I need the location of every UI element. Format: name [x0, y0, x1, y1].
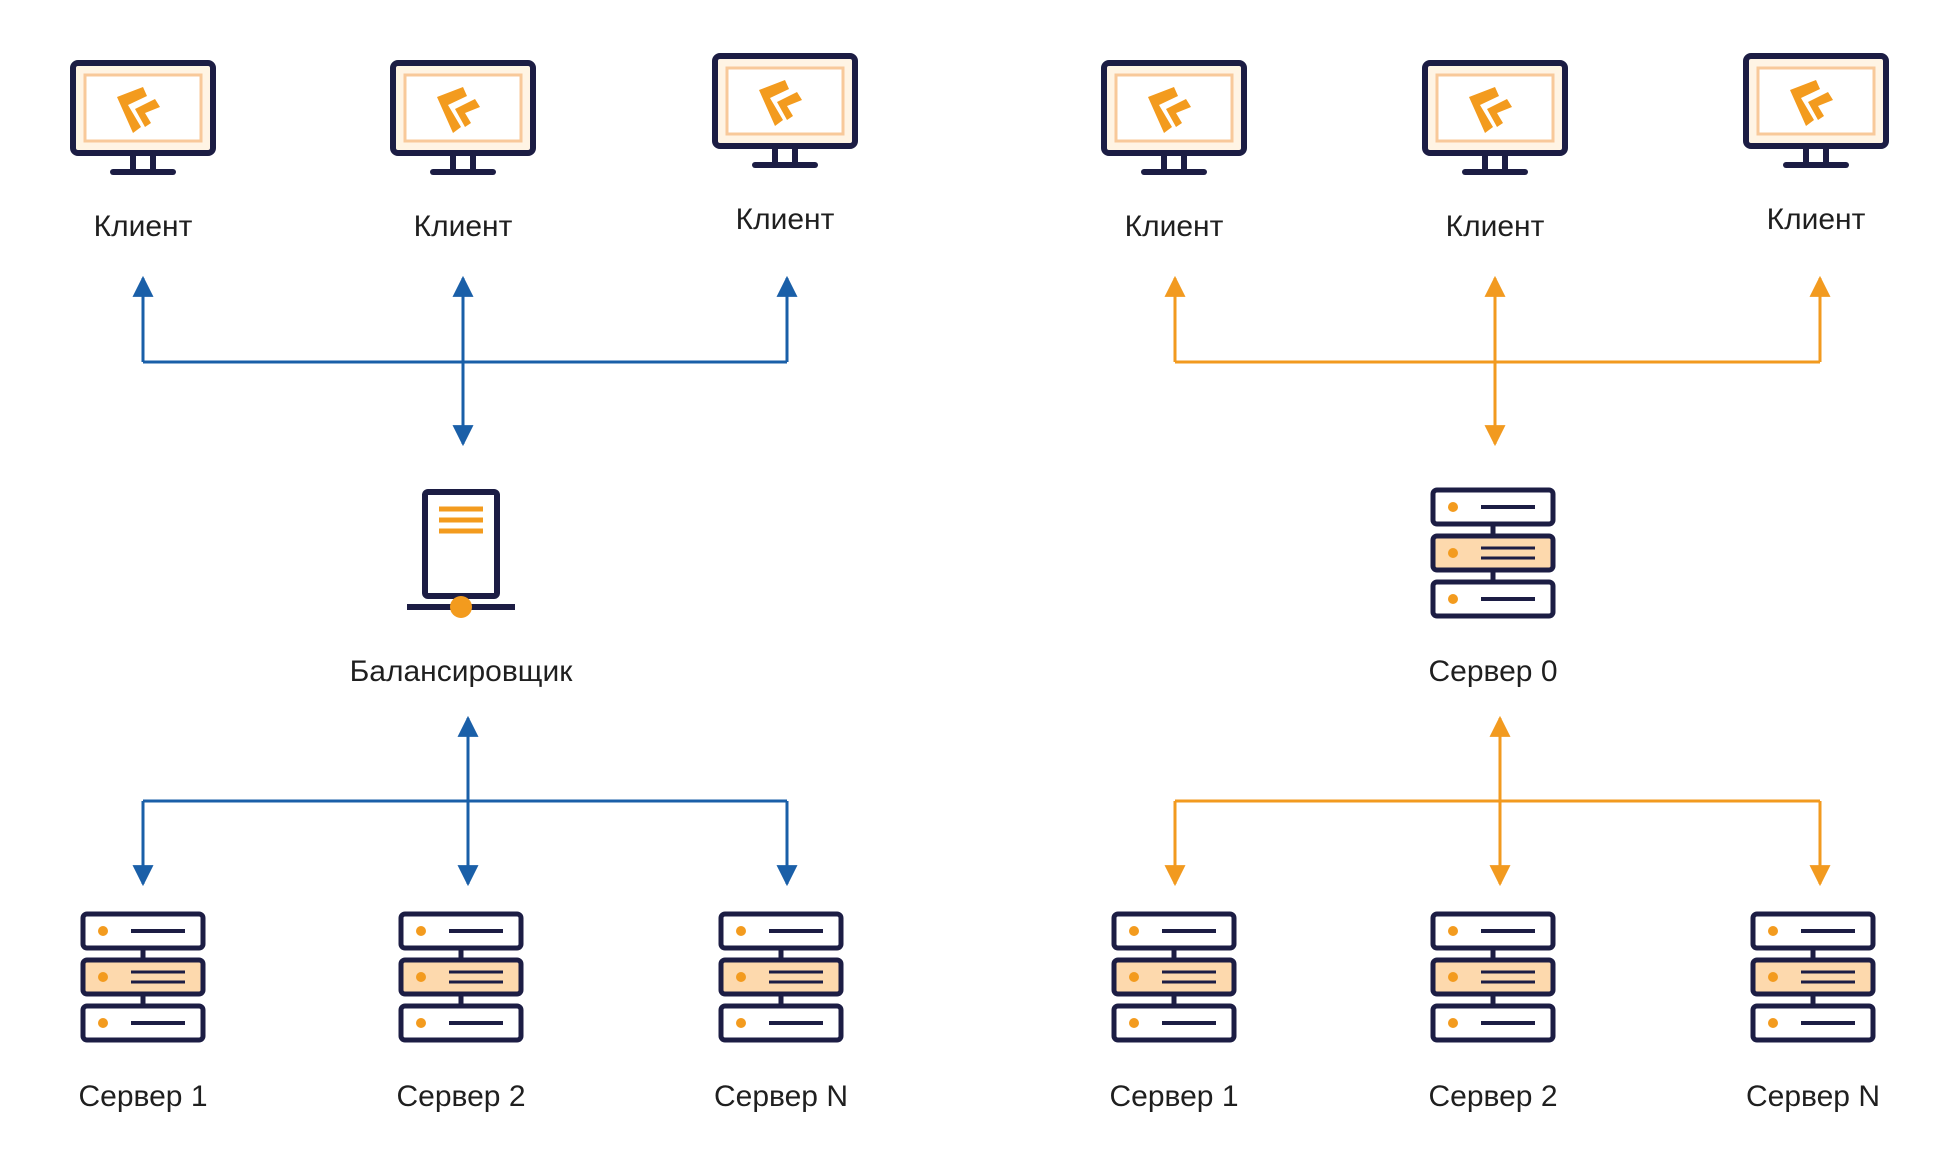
left-balancer: Балансировщик — [350, 492, 574, 688]
left-client-connectors — [132, 275, 798, 447]
right-server-2: Сервер 2 — [1428, 914, 1558, 1113]
right-server-1: Сервер 1 — [1109, 914, 1239, 1113]
server-rack-icon — [1433, 490, 1553, 616]
client-label: Клиент — [414, 210, 513, 243]
client-label: Клиент — [1125, 210, 1224, 243]
client-label: Клиент — [736, 203, 835, 236]
client-label: Клиент — [94, 210, 193, 243]
left-client-1: Клиент — [73, 63, 213, 243]
client-label: Клиент — [1446, 210, 1545, 243]
left-server-2: Сервер 2 — [396, 914, 526, 1113]
left-client-2: Клиент — [393, 63, 533, 243]
server-label: Сервер N — [714, 1080, 848, 1113]
monitor-logo-icon — [1746, 56, 1886, 165]
server-rack-icon — [1114, 914, 1234, 1040]
load-balancer-icon — [407, 492, 515, 618]
client-label: Клиент — [1767, 203, 1866, 236]
left-client-3: Клиент — [715, 56, 855, 236]
server-rack-icon — [83, 914, 203, 1040]
server-rack-icon — [721, 914, 841, 1040]
right-hub-server: Сервер 0 — [1428, 490, 1558, 688]
server-label: Сервер 2 — [396, 1080, 525, 1113]
monitor-logo-icon — [73, 63, 213, 172]
server-rack-icon — [1433, 914, 1553, 1040]
server-label: Сервер 0 — [1428, 655, 1557, 688]
server-rack-icon — [401, 914, 521, 1040]
right-client-1: Клиент — [1104, 63, 1244, 243]
right-diagram: Клиент Клиент Клиент Сервер 0 Сервер 1 С… — [1104, 56, 1886, 1113]
monitor-logo-icon — [1425, 63, 1565, 172]
right-client-3: Клиент — [1746, 56, 1886, 236]
right-server-3: Сервер N — [1746, 914, 1880, 1113]
left-server-3: Сервер N — [714, 914, 848, 1113]
server-label: Сервер 1 — [78, 1080, 207, 1113]
right-client-2: Клиент — [1425, 63, 1565, 243]
monitor-logo-icon — [393, 63, 533, 172]
balancer-label: Балансировщик — [350, 655, 574, 688]
server-label: Сервер 2 — [1428, 1080, 1557, 1113]
server-rack-icon — [1753, 914, 1873, 1040]
monitor-logo-icon — [715, 56, 855, 165]
server-label: Сервер N — [1746, 1080, 1880, 1113]
left-diagram: Клиент Клиент Клиент Балансировщик Серве… — [73, 56, 855, 1113]
monitor-logo-icon — [1104, 63, 1244, 172]
left-server-connectors — [132, 715, 798, 887]
right-client-connectors — [1164, 275, 1831, 447]
right-server-connectors — [1164, 715, 1831, 887]
server-label: Сервер 1 — [1109, 1080, 1238, 1113]
left-server-1: Сервер 1 — [78, 914, 208, 1113]
